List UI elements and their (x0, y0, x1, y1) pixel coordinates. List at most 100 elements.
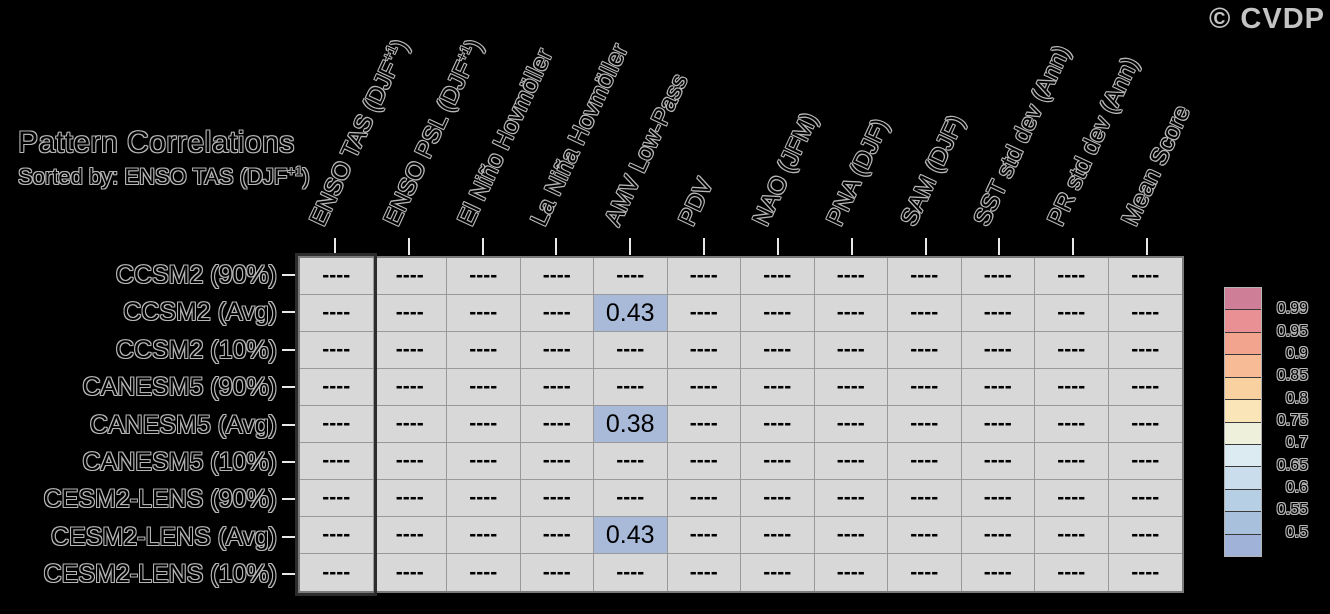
row-label: CESM2-LENS (90%) (43, 485, 277, 514)
grid-cell: ---- (961, 480, 1035, 517)
grid-cell: ---- (300, 406, 374, 443)
grid-cell: ---- (814, 295, 888, 332)
column-tick (555, 238, 558, 255)
grid-cell: ---- (373, 295, 447, 332)
row-label: CCSM2 (10%) (115, 335, 277, 364)
column-header-label: PNA (DJF) (821, 114, 895, 230)
grid-cell: ---- (520, 517, 594, 554)
grid-cell: ---- (1035, 258, 1109, 295)
grid-cell: ---- (447, 369, 521, 406)
grid-cell: ---- (888, 554, 962, 591)
row-tick (282, 460, 296, 463)
grid-cell: ---- (667, 480, 741, 517)
grid-cell: ---- (447, 443, 521, 480)
grid-cell: ---- (373, 443, 447, 480)
colorbar-segment (1225, 288, 1261, 311)
colorbar-tick-label: 0.55 (1276, 501, 1308, 519)
grid-cell: ---- (373, 406, 447, 443)
grid-cell: ---- (1035, 332, 1109, 369)
grid-cell: ---- (667, 554, 741, 591)
grid-cell: ---- (814, 443, 888, 480)
grid-cell: ---- (447, 258, 521, 295)
grid-cell: ---- (961, 295, 1035, 332)
grid-cell: ---- (667, 332, 741, 369)
grid-cell: ---- (814, 517, 888, 554)
column-tick (481, 238, 484, 255)
grid-cell: ---- (520, 295, 594, 332)
grid-cell: ---- (300, 554, 374, 591)
grid-cell: ---- (667, 406, 741, 443)
grid-cell: ---- (814, 554, 888, 591)
column-tick (998, 238, 1001, 255)
grid-cell: ---- (300, 295, 374, 332)
grid-cell: ---- (373, 332, 447, 369)
grid-cell: ---- (961, 406, 1035, 443)
grid-cell: ---- (888, 369, 962, 406)
grid-cell: ---- (667, 443, 741, 480)
grid-cell: ---- (447, 517, 521, 554)
row-label: CCSM2 (Avg) (123, 298, 277, 327)
grid-cell: ---- (961, 554, 1035, 591)
grid-cell: ---- (888, 480, 962, 517)
grid-cell: ---- (300, 517, 374, 554)
colorbar (1224, 287, 1262, 557)
grid-cell: ---- (447, 406, 521, 443)
grid-cell: ---- (520, 369, 594, 406)
row-tick (282, 273, 296, 276)
column-header-label: SAM (DJF) (895, 111, 970, 230)
grid-cell: ---- (447, 295, 521, 332)
column-tick (333, 238, 336, 255)
row-tick (282, 348, 296, 351)
page-title: Pattern Correlations (18, 126, 295, 159)
grid-cell: ---- (888, 406, 962, 443)
grid-cell: ---- (1108, 517, 1182, 554)
grid-cell: ---- (1108, 332, 1182, 369)
grid-cell: ---- (520, 258, 594, 295)
grid-cell: ---- (667, 295, 741, 332)
row-label: CANESM5 (90%) (82, 373, 278, 402)
grid-cell: ---- (373, 554, 447, 591)
grid-cell: ---- (1035, 369, 1109, 406)
row-label: CESM2-LENS (Avg) (51, 522, 277, 551)
colorbar-segment (1225, 310, 1261, 333)
cvdp-watermark: © CVDP (1209, 3, 1325, 35)
grid-cell: ---- (520, 332, 594, 369)
grid-cell: ---- (373, 480, 447, 517)
column-tick (629, 238, 632, 255)
grid-cell: ---- (741, 258, 815, 295)
row-tick (282, 311, 296, 314)
colorbar-tick-label: 0.7 (1285, 434, 1308, 452)
grid-cell: ---- (667, 258, 741, 295)
grid-cell: ---- (961, 332, 1035, 369)
colorbar-segment (1225, 534, 1261, 557)
column-header-label: Mean Score (1116, 101, 1196, 230)
colorbar-segment (1225, 377, 1261, 401)
colorbar-tick-label: 0.65 (1276, 456, 1308, 474)
grid-cell: ---- (741, 295, 815, 332)
correlation-matrix: ----------------------------------------… (298, 256, 1184, 593)
grid-cell: ---- (1035, 517, 1109, 554)
grid-cell: ---- (888, 258, 962, 295)
grid-cell: ---- (1108, 258, 1182, 295)
grid-cell: ---- (741, 443, 815, 480)
colorbar-tick-label: 0.6 (1285, 479, 1308, 496)
colorbar-segment (1225, 355, 1261, 378)
grid-cell: ---- (594, 258, 668, 295)
grid-cell: ---- (888, 517, 962, 554)
column-tick (1072, 238, 1075, 255)
grid-cell-value: 0.38 (594, 406, 668, 443)
column-header-label: NAO (JFM) (747, 108, 824, 230)
grid-cell: ---- (520, 443, 594, 480)
grid-cell: ---- (1035, 443, 1109, 480)
grid-cell: ---- (961, 517, 1035, 554)
grid-cell: ---- (520, 554, 594, 591)
grid-cell: ---- (373, 517, 447, 554)
row-label: CCSM2 (90%) (115, 260, 277, 289)
grid-cell: ---- (300, 258, 374, 295)
grid-cell: ---- (741, 517, 815, 554)
grid-cell: ---- (373, 369, 447, 406)
row-tick (282, 386, 296, 389)
grid-cell: ---- (1108, 480, 1182, 517)
grid-cell: ---- (447, 332, 521, 369)
grid-cell: ---- (888, 443, 962, 480)
